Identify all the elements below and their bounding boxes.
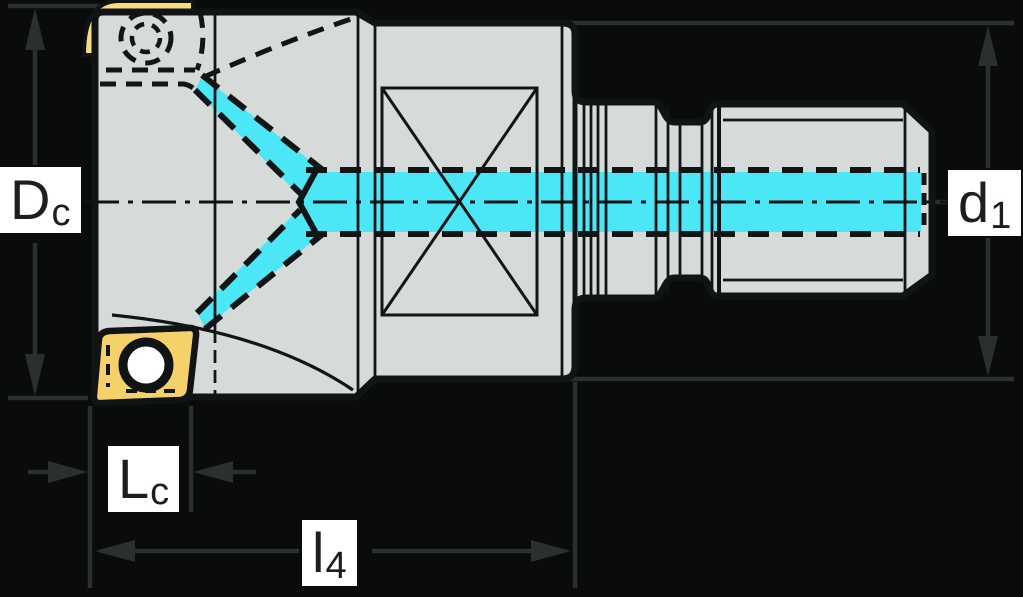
coolant-channels (195, 76, 921, 328)
coolant-border-upper-2 (192, 87, 304, 197)
rear-insert-seat-line-2 (100, 81, 201, 95)
d1-arrow-down (978, 336, 998, 376)
dc-arrow-down (25, 354, 45, 396)
lc-arrow-left (48, 461, 88, 483)
coolant-channel-upper (195, 76, 322, 196)
dimension-lc (28, 406, 256, 588)
chip-gullet-front-curve (111, 313, 354, 392)
insert-screw-hole (118, 337, 174, 393)
dimension-l4 (95, 382, 578, 588)
dimension-label-dc: Dc (0, 167, 81, 233)
dimension-label-lc: Lc (108, 446, 180, 514)
hidden-detail-lines (100, 10, 367, 95)
l4-arrow-right (531, 540, 571, 562)
dc-arrow-up (25, 8, 45, 50)
lc-label-subscript: c (150, 471, 170, 514)
coolant-border-lower-1 (203, 230, 326, 332)
coolant-channel-borders (192, 72, 927, 332)
d1-label-text: d (958, 171, 990, 234)
dimension-d1 (560, 20, 1014, 382)
d1-label-subscript: 1 (990, 195, 1012, 238)
d1-arrow-up (978, 26, 998, 66)
lc-label-text: L (118, 447, 150, 510)
l4-label-text: l (312, 521, 325, 584)
chip-gullet-hidden-curve (202, 11, 367, 80)
coolant-border-upper-1 (200, 72, 326, 174)
front-insert (90, 324, 200, 407)
rear-screw-drive-circle (129, 21, 163, 55)
l4-arrow-left (95, 540, 135, 562)
dc-label-text: D (10, 168, 51, 231)
lc-arrow-right (193, 461, 233, 483)
feature-lines (111, 14, 907, 395)
rear-insert-right-edge (194, 11, 206, 71)
l4-label-subscript: 4 (325, 545, 347, 588)
dc-label-subscript: c (51, 192, 71, 235)
dimension-label-l4: l4 (302, 520, 357, 586)
rear-screw-head-circle (118, 10, 174, 66)
dimension-label-d1: d1 (948, 170, 1022, 238)
coolant-channel-lower (197, 208, 322, 328)
coolant-border-lower-2 (194, 207, 303, 316)
dimension-dc (8, 3, 100, 401)
